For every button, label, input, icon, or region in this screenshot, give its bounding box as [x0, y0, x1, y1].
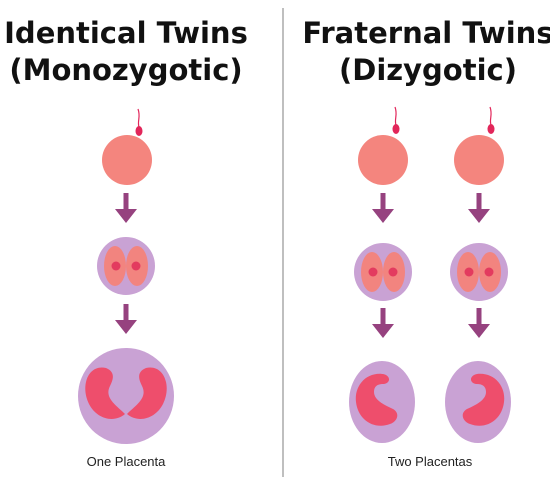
identical-title-line1: Identical Twins [4, 16, 248, 50]
identical-egg [102, 135, 152, 185]
fraternal-title-line1: Fraternal Twins [302, 16, 550, 50]
identical-two-cell-embryo [97, 237, 155, 295]
fraternal-right-egg [454, 135, 504, 185]
fraternal-left-sperm-icon [393, 107, 400, 134]
fraternal-right-arrow-1 [468, 193, 490, 223]
identical-title-line2: (Monozygotic) [9, 53, 242, 87]
fraternal-left-arrow-2 [372, 308, 394, 338]
fraternal-right-sperm-icon [488, 107, 495, 134]
fraternal-right-two-cell-embryo [450, 243, 508, 301]
fraternal-left-egg [358, 135, 408, 185]
identical-sperm-icon [136, 109, 143, 136]
identical-arrow-2 [115, 304, 137, 334]
fraternal-right-placenta [445, 361, 511, 443]
identical-caption: One Placenta [87, 454, 167, 469]
fraternal-left-arrow-1 [372, 193, 394, 223]
fraternal-caption: Two Placentas [388, 454, 473, 469]
fraternal-title-line2: (Dizygotic) [339, 53, 517, 87]
identical-arrow-1 [115, 193, 137, 223]
fraternal-left-placenta [349, 361, 415, 443]
fraternal-right-arrow-2 [468, 308, 490, 338]
fraternal-left-two-cell-embryo [354, 243, 412, 301]
identical-single-placenta [78, 348, 174, 444]
